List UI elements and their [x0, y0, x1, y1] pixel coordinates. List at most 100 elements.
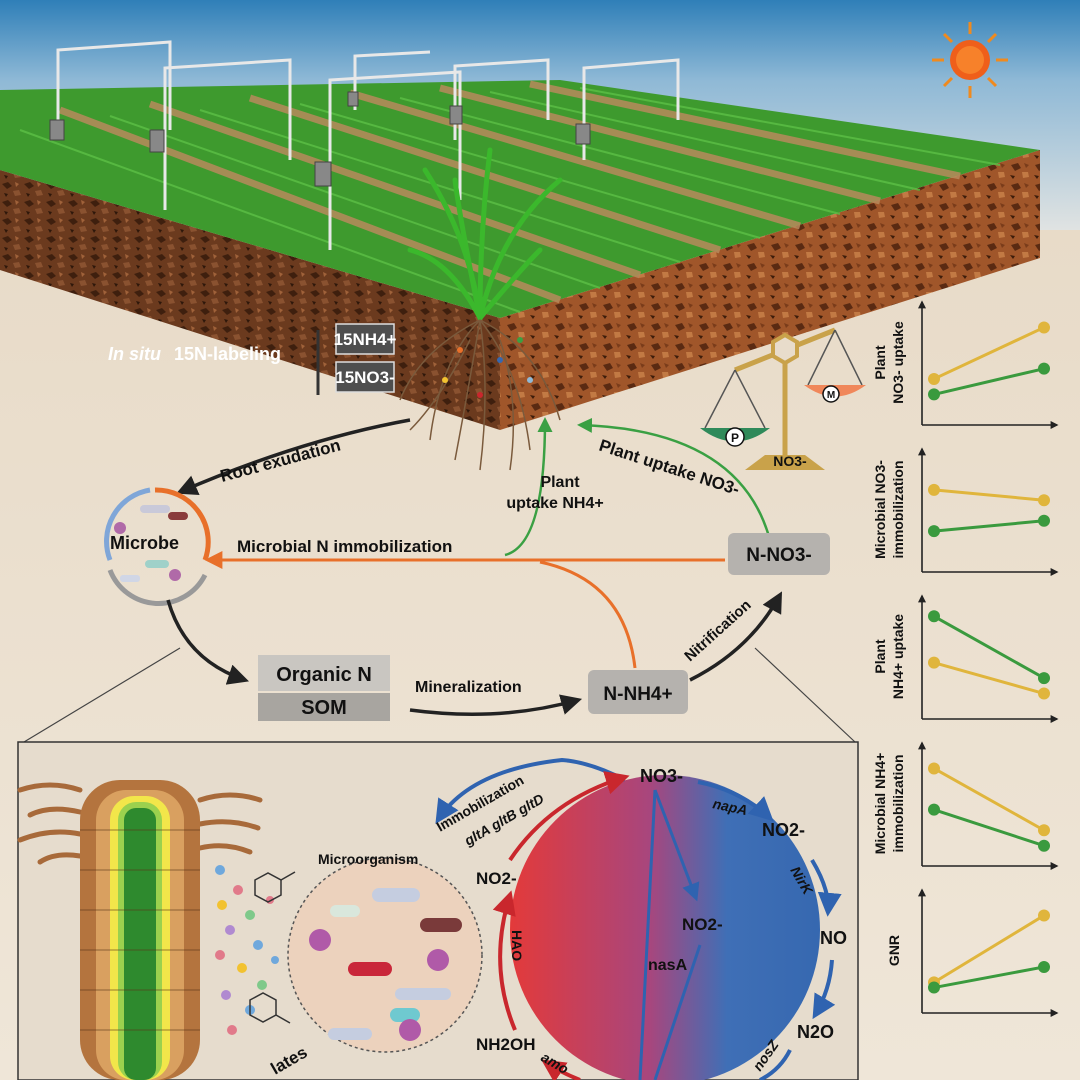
cycle-nh2oh: NH2OH: [476, 1035, 536, 1054]
no-to-n2o-arrow: [812, 959, 836, 1020]
napA-arrow: [697, 780, 774, 822]
n15-labeling-label: 15N-labeling: [174, 344, 281, 364]
mini-chart-gold-point: [1038, 494, 1050, 507]
hao-arrow: [492, 890, 517, 1031]
organic-n-label: Organic N: [276, 664, 372, 686]
balance-scale-icon: P M NO3-: [700, 327, 866, 470]
mini-chart-gold-line: [933, 767, 1045, 832]
cycle-inner-arrows: [638, 789, 702, 1080]
mini-chart-gold-line: [933, 661, 1045, 695]
mini-chart-green-point: [1038, 514, 1050, 527]
no2-to-no3-arrow: [508, 771, 630, 862]
mini-chart-green-point: [1038, 960, 1050, 973]
mini-chart-ylabel-1: Microbial NH4+: [872, 753, 888, 855]
microorganism-label: Microorganism: [318, 851, 418, 867]
cycle-circle: [510, 775, 820, 1080]
mini-chart-green-point: [928, 388, 940, 401]
sensor-poles: [56, 40, 680, 250]
immobilization-arrow: [435, 757, 626, 825]
mini-chart-green-line: [933, 808, 1045, 848]
microbe-to-organic-arrow: [166, 599, 249, 685]
mini-chart-gold-line: [933, 914, 1045, 984]
mini-chart-ylabel-2: NO3- uptake: [890, 321, 906, 404]
balance-no3-label: NO3-: [773, 453, 807, 469]
mini-chart-ylabel-2: immobilization: [890, 461, 906, 559]
plant-icon: [399, 147, 563, 471]
cycle-no2-inner: NO2-: [682, 915, 723, 934]
mini-chart-gold-line: [933, 488, 1045, 502]
cycle-hao: HAO: [509, 930, 525, 961]
in-situ-label: In situ: [108, 344, 161, 364]
nh4-tag-box: [335, 323, 395, 355]
soil-right-face: [500, 150, 1040, 430]
no3-tag: 15NO3-: [335, 368, 395, 387]
cycle-no2-right: NO2-: [762, 820, 805, 840]
mini-chart-gold-point: [1038, 824, 1050, 837]
mini-chart-green-point: [928, 981, 940, 994]
nh4-immobilization-link: [539, 560, 637, 669]
mineralization-label: Mineralization: [415, 679, 522, 696]
mini-chart-green-point: [1038, 672, 1050, 685]
mini-chart-green-line: [933, 519, 1045, 533]
mini-chart-green-point: [928, 803, 940, 816]
mini-chart-green-point: [1038, 839, 1050, 852]
amo-arrow: [541, 1059, 581, 1080]
mini-chart-gold-point: [1038, 687, 1050, 700]
n-no3-label: N-NO3-: [746, 545, 811, 566]
inset-panel: lates Microorganism: [17, 741, 859, 1080]
mini-chart-ylabel-1: Microbial NO3-: [872, 460, 888, 559]
plant-uptake-nh4-line1: Plant: [540, 474, 580, 491]
cycle-nasA: nasA: [648, 957, 688, 974]
n-nh4-label: N-NH4+: [603, 684, 672, 705]
mini-chart-ylabel-2: immobilization: [890, 755, 906, 853]
mini-chart-ylabel-1: Plant: [872, 345, 888, 380]
balance-m-label: M: [827, 390, 835, 401]
mini-chart-gold-point: [928, 483, 940, 496]
cycle-no2-left: NO2-: [476, 869, 517, 888]
mini-chart-green-point: [928, 525, 940, 538]
plant-uptake-nh4-line2: uptake NH4+: [506, 495, 603, 512]
mini-chart-gold-point: [928, 372, 940, 385]
microbe-label: Microbe: [110, 533, 179, 553]
balance-p-label: P: [731, 431, 739, 445]
mini-chart-gold-line: [933, 326, 1045, 381]
plant-uptake-no3-arrow: [577, 417, 772, 541]
mini-chart-green-point: [1038, 362, 1050, 375]
plant-roots: [399, 319, 561, 471]
microbial-n-immobilization-label: Microbial N immobilization: [237, 537, 452, 556]
som-label: SOM: [301, 697, 347, 719]
mini-chart-gold-point: [1038, 909, 1050, 922]
sun-icon: [932, 22, 1008, 98]
som-box: [258, 693, 390, 721]
nh4-tag: 15NH4+: [334, 330, 397, 349]
nitrification-arrow: [689, 591, 783, 682]
cycle-n2o: N2O: [797, 1022, 834, 1042]
n-nh4-box: [588, 670, 688, 714]
labeling-tags: 15NH4+ 15NO3- In situ 15N-labeling: [108, 323, 397, 395]
plant-uptake-nh4-arrow: [504, 417, 553, 557]
n-no3-box: [728, 533, 830, 575]
exudate-droplets: [215, 865, 279, 1035]
mini-chart-gold-point: [928, 762, 940, 775]
nirK-arrow: [810, 858, 842, 917]
cycle-no3-top: NO3-: [640, 766, 683, 786]
mini-chart-green-point: [928, 610, 940, 623]
microorganism-icon: [287, 857, 483, 1053]
mini-chart-gold-point: [1038, 321, 1050, 334]
mini-chart-ylabel-1: GNR: [886, 935, 902, 966]
root-exudation-arrow: [176, 418, 411, 495]
mini-chart-green-line: [933, 614, 1045, 680]
mini-chart-ylabel-2: NH4+ uptake: [890, 614, 906, 699]
microbe-icon: [104, 487, 211, 606]
mini-chart-green-line: [933, 367, 1045, 396]
mini-chart-green-line: [933, 965, 1045, 990]
cycle-napA: napA: [711, 795, 749, 818]
root-section-icon: [17, 780, 263, 1080]
nosZ-arrow: [759, 1049, 792, 1080]
cycle-no: NO: [820, 928, 847, 948]
molecule-icons: [249, 871, 296, 1024]
mini-chart-ylabel-1: Plant: [872, 639, 888, 674]
